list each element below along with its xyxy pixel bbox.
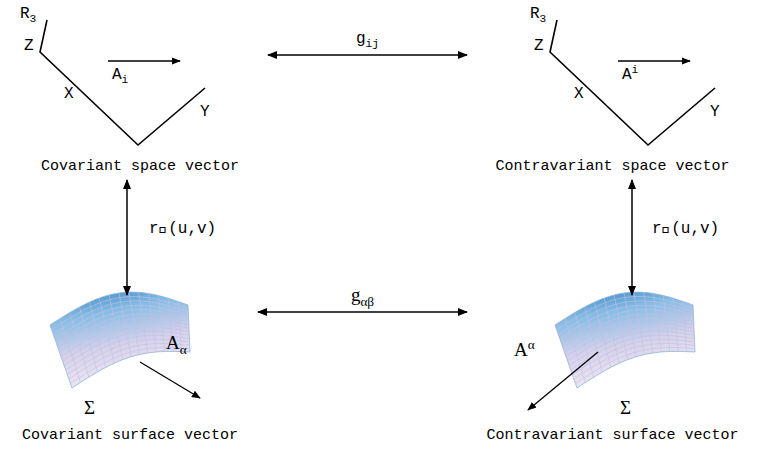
caption: Contravariant surface vector bbox=[486, 428, 738, 445]
caption: Covariant space vector bbox=[41, 159, 239, 176]
symbol-label: Z bbox=[534, 38, 544, 56]
grid-line bbox=[575, 347, 694, 383]
grid-line bbox=[634, 292, 645, 354]
symbol-label: Σ bbox=[620, 398, 631, 419]
quadrant-panel: Contravariant space vector bbox=[470, 5, 755, 177]
edge-label: r⃗(u,v) bbox=[147, 221, 218, 239]
quadrant-panel: Covariant surface vector bbox=[5, 298, 255, 446]
grid-line bbox=[158, 296, 164, 352]
grid-line bbox=[560, 305, 694, 338]
surfaces bbox=[50, 292, 695, 388]
caption: Covariant surface vector bbox=[22, 428, 238, 445]
vector-arrow bbox=[140, 362, 200, 398]
grid-line bbox=[663, 296, 669, 352]
grid-line bbox=[574, 343, 695, 379]
surface-patch bbox=[555, 292, 695, 388]
symbol-label: Σ bbox=[84, 398, 95, 419]
symbol-label: X bbox=[64, 86, 74, 104]
symbol-label: X bbox=[574, 86, 584, 104]
grid-line bbox=[572, 339, 694, 374]
symbol-label: Y bbox=[200, 104, 210, 122]
symbol-label: Aα bbox=[514, 340, 535, 361]
vector-arrow bbox=[528, 352, 598, 410]
symbol-label: R3 bbox=[530, 6, 546, 24]
vector-arrow bbox=[108, 60, 180, 61]
symbol-label: Z bbox=[24, 38, 34, 56]
axes bbox=[550, 20, 715, 145]
grid-line bbox=[654, 294, 662, 352]
grid-line bbox=[149, 294, 157, 352]
double-arrow bbox=[631, 180, 633, 295]
symbol-label: Aα bbox=[166, 333, 187, 354]
symbol-label: Ai bbox=[622, 67, 638, 85]
edge-label: gij bbox=[354, 31, 381, 49]
axes bbox=[40, 20, 205, 145]
edge-label: r⃗(u,v) bbox=[650, 221, 721, 239]
edge-label: gαβ bbox=[349, 285, 376, 306]
grid-line bbox=[59, 318, 188, 352]
surface-patch bbox=[50, 292, 190, 388]
grid-line bbox=[563, 314, 694, 347]
symbol-label: Ai bbox=[112, 67, 128, 85]
grid-line bbox=[558, 301, 693, 334]
symbol-label: Y bbox=[710, 104, 720, 122]
double-arrow bbox=[126, 180, 128, 295]
quadrant-panel: Covariant space vector bbox=[15, 5, 265, 177]
symbol-label: R3 bbox=[20, 6, 36, 24]
grid-line bbox=[129, 292, 140, 354]
grid-line bbox=[561, 310, 693, 343]
grid-line bbox=[571, 335, 695, 370]
grid-line bbox=[564, 318, 693, 352]
caption: Contravariant space vector bbox=[495, 159, 729, 176]
grid-line bbox=[644, 292, 653, 353]
grid-line bbox=[139, 292, 148, 353]
double-arrow bbox=[258, 311, 467, 313]
quadrant-panel: Contravariant surface vector bbox=[470, 298, 755, 446]
double-arrow bbox=[268, 54, 467, 56]
vector-arrow bbox=[618, 60, 690, 61]
grid-line bbox=[53, 301, 188, 334]
grid-line bbox=[683, 302, 686, 352]
